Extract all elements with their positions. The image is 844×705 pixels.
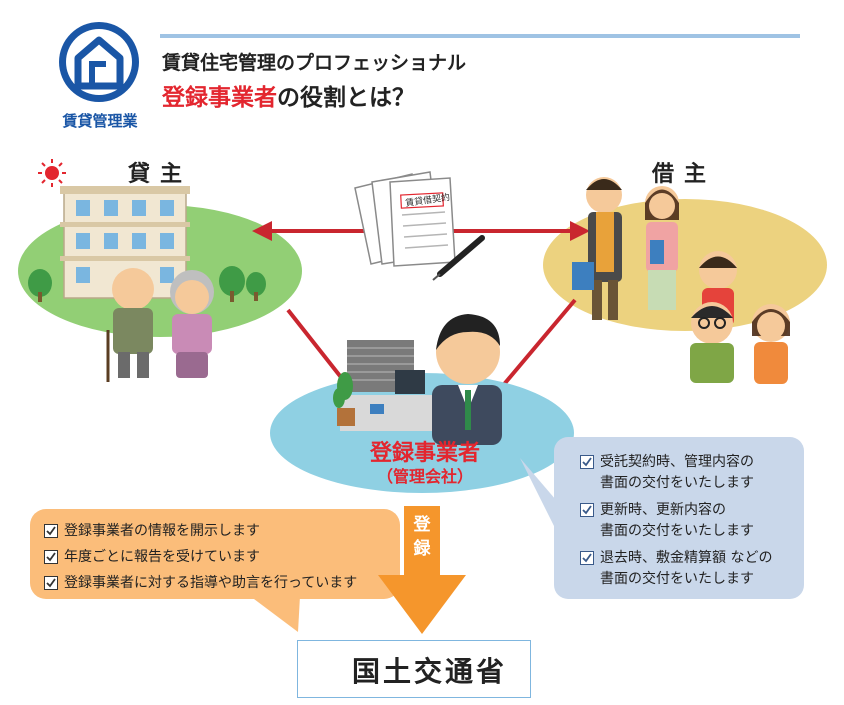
title-subheading: 賃貸住宅管理のプロフェッショナル: [162, 52, 467, 74]
manager-label-main: 登録事業者: [369, 441, 480, 466]
logo-icon: [59, 22, 139, 102]
left-bubble-text: 年度ごとに報告を受けています: [64, 549, 260, 565]
register-label-text: 登録: [413, 515, 431, 559]
checkbox-checked-icon: [580, 503, 594, 517]
elderly-woman-icon: [170, 270, 214, 378]
businessman-icon: [432, 314, 502, 445]
checkbox-checked-icon: [580, 551, 594, 565]
left-bubble-item: 年度ごとに報告を受けています: [44, 547, 384, 568]
left-speech-bubble: [30, 509, 400, 632]
line-tenant-manager: [493, 298, 577, 397]
left-bubble-text: 登録事業者の情報を開示します: [64, 523, 260, 539]
elderly-man-icon: [106, 268, 154, 382]
right-bubble-text: 退去時、敷金精算額 などの書面の交付をいたします: [600, 548, 772, 590]
right-bubble-item: 更新時、更新内容の書面の交付をいたします: [580, 500, 790, 542]
manager-label: 登録事業者 （管理会社）: [275, 441, 575, 487]
title-rule: [160, 34, 800, 38]
title-rest: の役割とは？: [277, 85, 415, 111]
landlord-label: 貸主: [128, 162, 193, 187]
contract-document-icon: [354, 171, 485, 281]
right-bubble-item: 受託契約時、管理内容の書面の交付をいたします: [580, 452, 790, 494]
register-arrow: [378, 506, 466, 634]
manager-label-sub: （管理会社）: [376, 467, 473, 486]
right-bubble-text: 更新時、更新内容の書面の交付をいたします: [600, 500, 754, 542]
checkbox-checked-icon: [44, 576, 58, 590]
right-bubble-line2: 書面の交付をいたします: [600, 571, 754, 587]
pen-icon: [432, 235, 485, 281]
left-bubble-text: 登録事業者に対する指導や助言を行っています: [64, 575, 358, 591]
right-bubble-line2: 書面の交付をいたします: [600, 475, 754, 491]
tenant-label: 借主: [652, 162, 717, 187]
right-bubble-line1: 更新時、更新内容の: [600, 502, 726, 518]
ministry-name: 国土交通省: [352, 655, 508, 688]
potted-plant-icon: [333, 372, 355, 426]
right-speech-bubble: [520, 437, 804, 599]
left-bubble-list: 登録事業者の情報を開示します 年度ごとに報告を受けています 登録事業者に対する指…: [44, 521, 384, 599]
right-bubble-text: 受託契約時、管理内容の書面の交付をいたします: [600, 452, 754, 494]
right-bubble-line1: 退去時、敷金精算額 などの: [600, 550, 773, 566]
tenant-family-icon: [572, 177, 790, 384]
sun-icon: [38, 159, 66, 187]
left-bubble-item: 登録事業者に対する指導や助言を行っています: [44, 573, 384, 594]
checkbox-checked-icon: [44, 550, 58, 564]
right-bubble-item: 退去時、敷金精算額 などの書面の交付をいたします: [580, 548, 790, 590]
title-accent: 登録事業者: [162, 85, 277, 111]
checkbox-checked-icon: [44, 524, 58, 538]
logo-caption: 賃貸管理業: [62, 112, 138, 130]
office-desk-icon: [340, 340, 440, 431]
ministry-box: [297, 640, 531, 698]
left-bubble-item: 登録事業者の情報を開示します: [44, 521, 384, 542]
right-bubble-line2: 書面の交付をいたします: [600, 523, 754, 539]
tree-icon: [28, 266, 266, 302]
right-bubble-list: 受託契約時、管理内容の書面の交付をいたします 更新時、更新内容の書面の交付をいた…: [580, 452, 790, 596]
page-title: 登録事業者の役割とは？: [162, 78, 415, 112]
register-label: 登録: [408, 513, 436, 561]
right-bubble-line1: 受託契約時、管理内容の: [600, 454, 754, 470]
checkbox-checked-icon: [580, 455, 594, 469]
